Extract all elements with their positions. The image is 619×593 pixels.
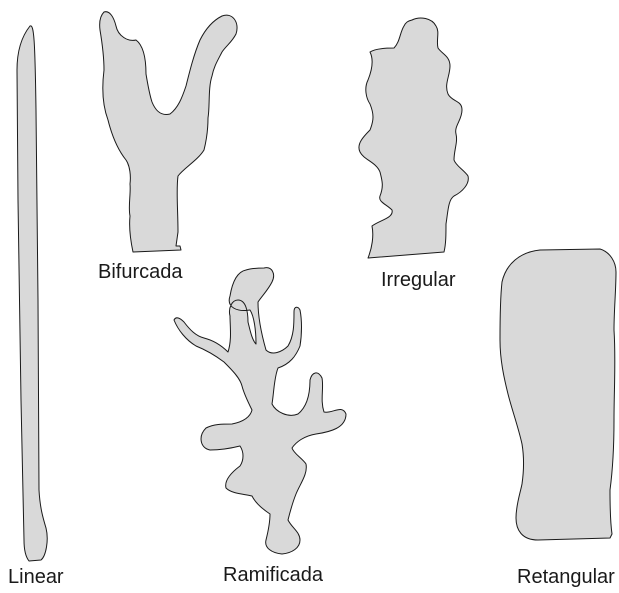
shape-irregular [359, 18, 468, 258]
shape-ramificada [174, 268, 346, 554]
shape-retangular [500, 249, 616, 540]
shape-bifurcada [100, 12, 237, 252]
label-retangular: Retangular [517, 567, 615, 587]
label-ramificada: Ramificada [223, 565, 323, 585]
shape-linear [17, 26, 47, 561]
label-irregular: Irregular [381, 270, 455, 290]
label-bifurcada: Bifurcada [98, 262, 183, 282]
label-linear: Linear [8, 567, 64, 587]
